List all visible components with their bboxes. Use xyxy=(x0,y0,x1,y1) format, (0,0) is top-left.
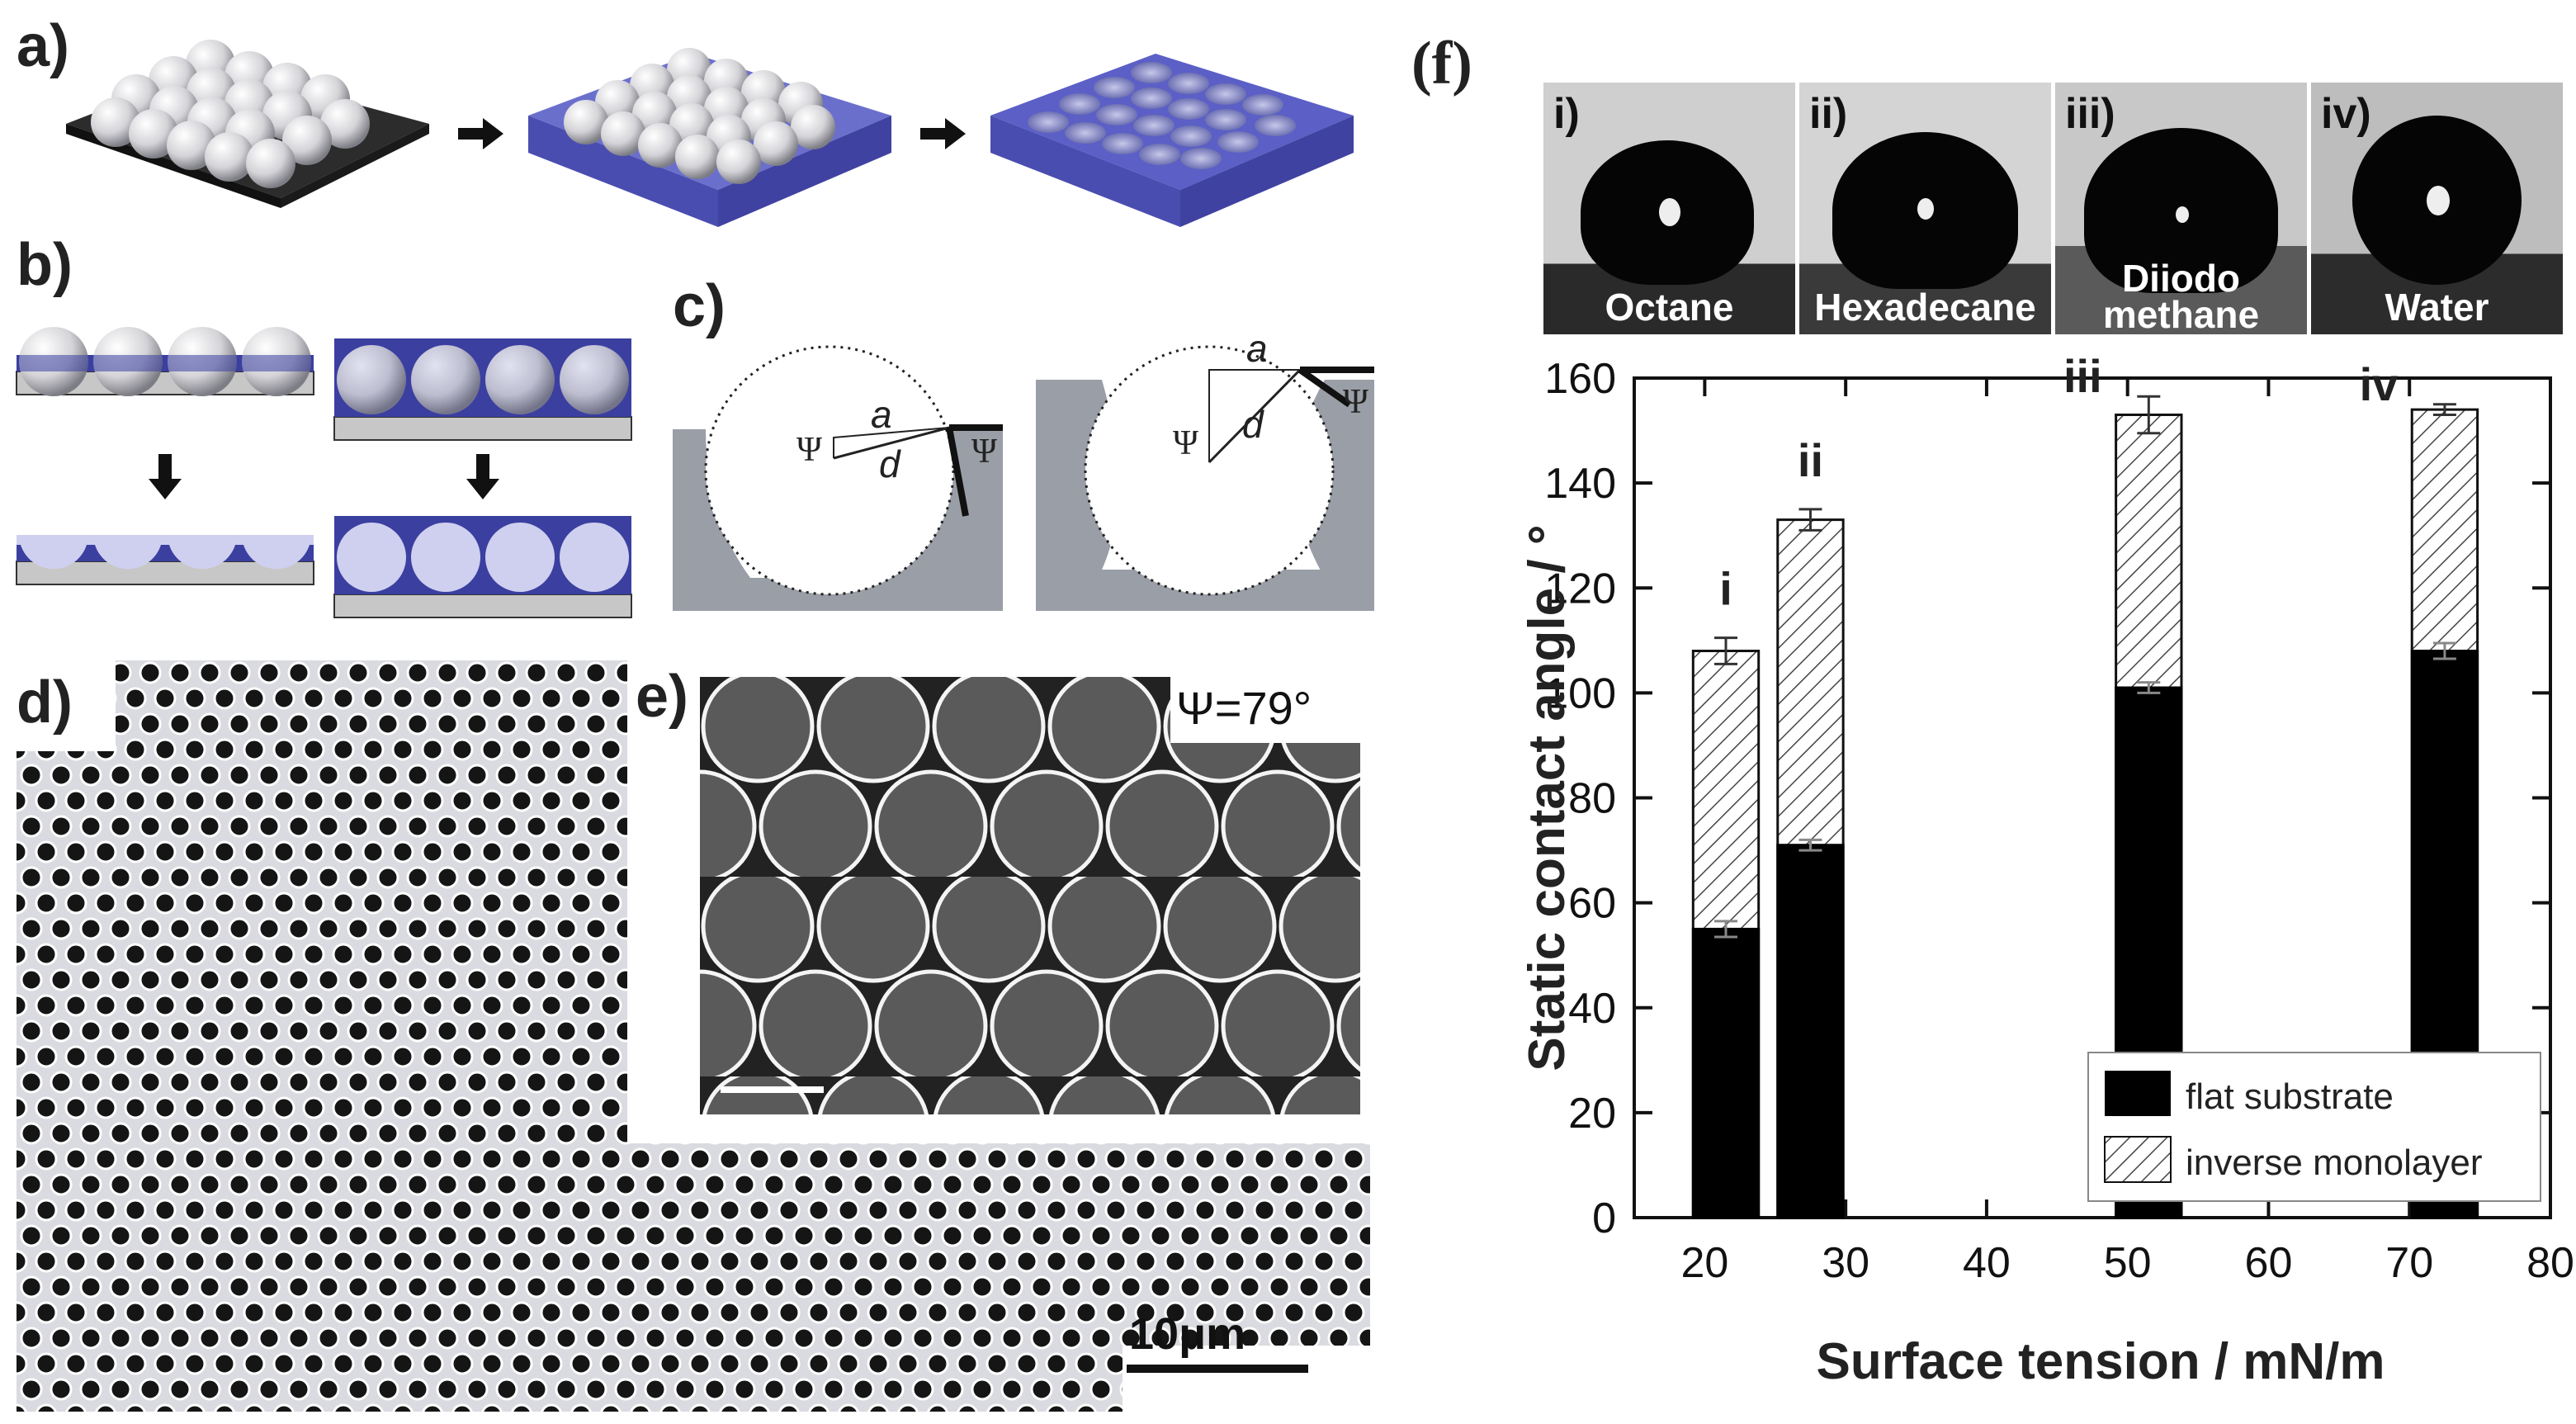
bar-label: iv xyxy=(2360,358,2399,410)
bar-label: i xyxy=(1719,563,1732,615)
x-axis-label: Surface tension / mN/m xyxy=(1816,1333,2385,1390)
y-tick-label: 60 xyxy=(1568,880,1616,928)
legend-swatch-inverse-monolayer xyxy=(2104,1136,2172,1183)
y-tick-label: 20 xyxy=(1568,1090,1616,1138)
label-a: a xyxy=(1246,327,1268,370)
arrow-down-icon xyxy=(466,454,499,499)
panel-label-f: (f) xyxy=(1411,30,1472,97)
droplet-highlight xyxy=(1659,198,1680,226)
panel-c-geometry: a d Ψ Ψ a d Ψ Ψ xyxy=(673,327,1374,611)
panel-label-a: a) xyxy=(17,13,70,79)
spheres-in-film xyxy=(528,48,891,227)
scale-bar-label: 10μm xyxy=(1129,1309,1246,1359)
label-d: d xyxy=(879,442,901,485)
droplet-photo-strip: i) Octane ii) Hexadecane iii) Diiodo met… xyxy=(1543,83,2563,334)
label-psi: Ψ xyxy=(971,433,997,471)
droplet-photo-water: iv) Water xyxy=(2311,83,2563,334)
photo-index: iv) xyxy=(2321,90,2371,138)
photo-index: ii) xyxy=(1809,90,1848,138)
x-tick-label: 20 xyxy=(1680,1239,1728,1287)
x-tick-label: 30 xyxy=(1822,1239,1869,1287)
y-tick-label: 100 xyxy=(1544,669,1616,717)
panel-b-schematic xyxy=(16,327,632,618)
arrow-right-icon xyxy=(458,118,503,149)
x-tick-label: 50 xyxy=(2104,1239,2152,1287)
legend-label: inverse monolayer xyxy=(2186,1143,2483,1183)
x-tick-label: 40 xyxy=(1963,1239,2011,1287)
y-axis-label: Static contact angle / ° xyxy=(1519,524,1576,1071)
label-d: d xyxy=(1242,403,1264,446)
droplet-highlight xyxy=(2176,206,2189,223)
panel-a-schematic xyxy=(66,40,1354,227)
liquid-name: Water xyxy=(2385,286,2489,329)
droplet-photo-diiodomethane: iii) Diiodo methane xyxy=(2055,83,2307,334)
label-a: a xyxy=(871,393,892,436)
droplet-highlight xyxy=(2427,186,2450,215)
legend-swatch-flat-substrate xyxy=(2105,1071,2171,1116)
bar-flat-substrate xyxy=(1776,844,1845,1219)
y-tick-label: 0 xyxy=(1592,1195,1616,1242)
x-tick-label: 80 xyxy=(2526,1239,2574,1287)
inverse-monolayer xyxy=(990,54,1354,227)
x-tick-label: 70 xyxy=(2385,1239,2433,1287)
label-psi: Ψ xyxy=(796,431,822,469)
substrate-with-spheres xyxy=(66,40,429,208)
bar-label: ii xyxy=(1798,434,1823,486)
panel-label-b: b) xyxy=(17,232,73,298)
panel-e-sem-image xyxy=(700,677,1360,1114)
y-tick-label: 160 xyxy=(1544,355,1616,403)
panel-label-d: d) xyxy=(17,669,73,736)
y-tick-label: 80 xyxy=(1568,775,1616,823)
photo-index: iii) xyxy=(2065,90,2115,138)
photo-index: i) xyxy=(1553,90,1580,138)
arrow-down-icon xyxy=(149,454,182,499)
panel-label-e: e) xyxy=(636,664,689,730)
contact-angle-label: Ψ=79° xyxy=(1176,682,1312,734)
y-tick-label: 40 xyxy=(1568,985,1616,1033)
bar-label: iii xyxy=(2063,350,2102,402)
x-tick-label: 60 xyxy=(2245,1239,2293,1287)
droplet-highlight xyxy=(1917,198,1934,220)
droplet-photo-octane: i) Octane xyxy=(1543,83,1795,334)
liquid-name: Octane xyxy=(1605,286,1734,329)
liquid-name: Hexadecane xyxy=(1814,286,2036,329)
arrow-right-icon xyxy=(920,118,966,149)
label-psi: Ψ xyxy=(1173,424,1198,462)
legend-label: flat substrate xyxy=(2186,1076,2394,1117)
panel-label-c: c) xyxy=(673,273,726,339)
y-tick-label: 140 xyxy=(1544,460,1616,508)
bar-flat-substrate xyxy=(1691,927,1761,1219)
label-psi: Ψ xyxy=(1343,383,1368,421)
y-tick-label: 120 xyxy=(1544,565,1616,613)
liquid-name: Diiodo methane xyxy=(2102,257,2260,336)
droplet-photo-hexadecane: ii) Hexadecane xyxy=(1799,83,2051,334)
